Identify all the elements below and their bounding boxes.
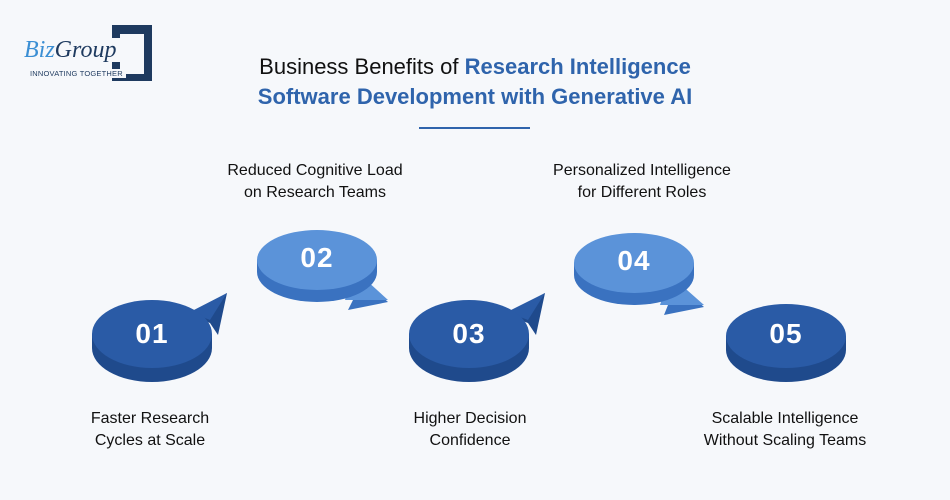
step-04-label: Personalized Intelligence for Different … — [512, 160, 772, 204]
step-02-label-line2: on Research Teams — [244, 184, 386, 201]
step-02-label-line1: Reduced Cognitive Load — [227, 162, 403, 179]
title-accent-text-1: Research Intelligence — [464, 54, 691, 79]
step-04-number: 04 — [617, 245, 651, 276]
page-title: Business Benefits of Research Intelligen… — [0, 52, 950, 112]
step-04-label-line2: for Different Roles — [577, 184, 707, 201]
step-02-number: 02 — [300, 242, 334, 273]
bizgroup-logo: BizGroup INNOVATING TOGETHER — [22, 24, 162, 84]
step-01-label: Faster Research Cycles at Scale — [55, 408, 245, 452]
step-05-label-line1: Scalable Intelligence — [711, 410, 859, 427]
step-01-label-line2: Cycles at Scale — [94, 432, 206, 449]
step-05-number: 05 — [769, 318, 803, 349]
step-01-disc: 01 — [90, 290, 240, 390]
step-03-disc: 03 — [405, 290, 555, 390]
step-03-label-line1: Higher Decision — [413, 410, 527, 427]
step-04-label-line1: Personalized Intelligence — [553, 162, 731, 179]
logo-group-text: Group — [54, 37, 117, 63]
arrow-up-right-icon — [92, 293, 227, 382]
arrow-up-right-icon — [409, 293, 545, 382]
step-03-label-line2: Confidence — [429, 432, 511, 449]
step-04-disc: 04 — [572, 225, 712, 325]
logo-frame-cutout — [120, 34, 144, 74]
step-05-disc-shape — [726, 304, 846, 382]
step-02-label: Reduced Cognitive Load on Research Teams — [190, 160, 440, 204]
arrow-down-right-icon — [574, 233, 704, 315]
arrow-down-right-icon — [257, 230, 388, 310]
step-03-label: Higher Decision Confidence — [375, 408, 565, 452]
logo-biz-text: Biz — [24, 37, 55, 63]
step-05-label-line2: Without Scaling Teams — [703, 432, 867, 449]
step-05-disc: 05 — [724, 298, 854, 388]
step-02-disc: 02 — [255, 222, 395, 322]
title-accent-text-2: Software Development with Generative AI — [257, 84, 693, 109]
title-plain-text: Business Benefits of — [259, 54, 465, 79]
step-01-number: 01 — [135, 318, 169, 349]
step-03-number: 03 — [452, 318, 486, 349]
logo-tagline: INNOVATING TOGETHER — [30, 69, 126, 78]
title-divider — [419, 127, 530, 129]
logo-wordmark: BizGroup — [24, 37, 121, 63]
step-05-label: Scalable Intelligence Without Scaling Te… — [670, 408, 900, 452]
step-01-label-line1: Faster Research — [90, 410, 210, 427]
